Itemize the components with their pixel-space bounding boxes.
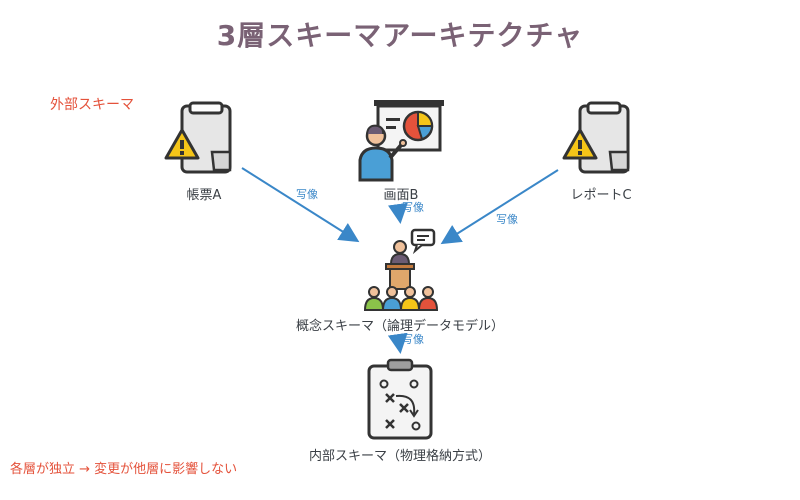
edge-form-a-label: 写像 [296, 188, 318, 201]
arrow-conceptual [387, 332, 408, 354]
tactics-board-icon [367, 358, 433, 440]
external-schema-label: 外部スキーマ [50, 97, 134, 113]
arrow-screen-b [387, 202, 408, 224]
presentation-screen-icon [358, 100, 444, 182]
node-screen-b-label: 画面B [383, 188, 419, 203]
edge-screen-b-label: 写像 [402, 201, 424, 214]
node-conceptual-label: 概念スキーマ（論理データモデル） [295, 319, 504, 334]
independence-note: 各層が独立 → 変更が他層に影響しない [10, 462, 238, 477]
speaker-audience-icon [363, 228, 439, 311]
node-internal-label: 内部スキーマ（物理格納方式） [308, 449, 491, 464]
arrow-form-a [241, 167, 360, 243]
arrow-report-c [440, 169, 559, 245]
report-clipboard-warning-icon [562, 101, 630, 174]
diagram-title: 3層スキーマアーキテクチャ [216, 19, 584, 52]
node-report-c-label: レポートC [570, 188, 632, 203]
edge-report-c-label: 写像 [496, 213, 518, 226]
form-clipboard-warning-icon [164, 101, 232, 174]
edge-conceptual-label: 写像 [402, 333, 424, 346]
node-form-a-label: 帳票A [186, 188, 222, 203]
